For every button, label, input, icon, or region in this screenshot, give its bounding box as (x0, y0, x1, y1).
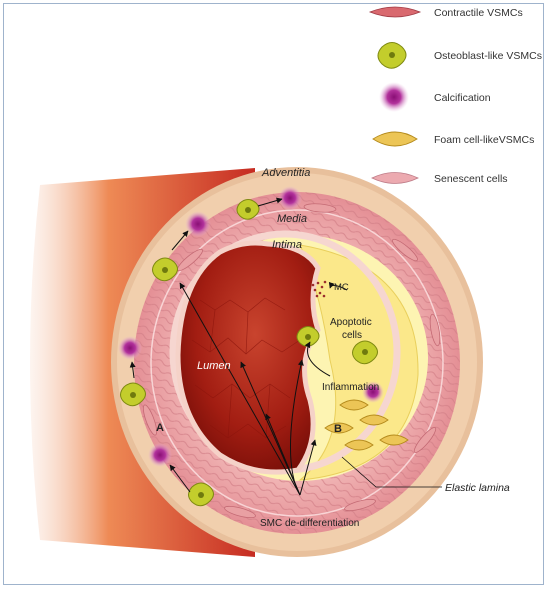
region-b-label: B (334, 423, 342, 435)
mc-label: MC (334, 282, 349, 293)
media-label: Media (277, 213, 307, 225)
senescent-cell-icon (372, 173, 418, 184)
region-a-label: A (156, 422, 164, 434)
elastic-lamina-label: Elastic lamina (445, 482, 510, 494)
legend-label-senescent: Senescent cells (434, 173, 508, 185)
legend-label-contractile: Contractile VSMCs (434, 7, 523, 19)
legend-label-calcification: Calcification (434, 92, 491, 104)
foam-cell-vsmc-icon (373, 132, 417, 146)
contractile-vsmc-icon (370, 7, 420, 17)
vessel-cross-section (111, 167, 483, 557)
legend-label-osteoblast: Osteoblast-like VSMCs (434, 50, 542, 62)
osteoblast-vsmc-icon (378, 43, 406, 69)
calcification-icon (379, 82, 409, 112)
legend-label-foam: Foam cell-likeVSMCs (434, 134, 534, 146)
adventitia-label: Adventitia (261, 167, 310, 179)
apoptotic-label-line1: Apoptotic (330, 317, 372, 328)
lumen-label: Lumen (197, 360, 231, 372)
intima-label: Intima (272, 239, 302, 251)
inflammation-label: Inflammation (322, 382, 379, 393)
smc-dedifferentiation-label: SMC de-differentiation (260, 518, 359, 529)
apoptotic-label-line2: cells (342, 330, 362, 341)
legend: Contractile VSMCs Osteoblast-like VSMCs … (370, 7, 542, 185)
